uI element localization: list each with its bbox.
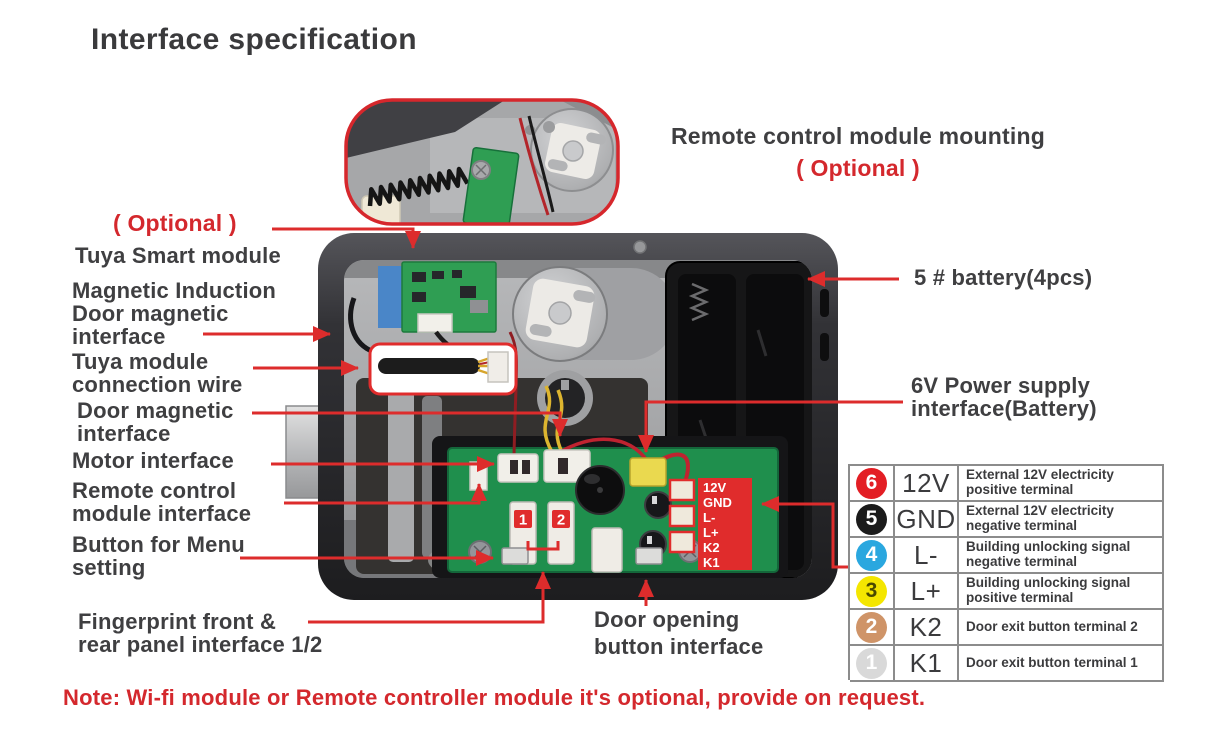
menu-setting-button [501,547,529,565]
leader-fingerprint-interface [308,571,551,624]
terminal-row-num-cell: 3 [850,574,895,610]
terminal-strip-l-plus: L+ [703,525,719,540]
bottom-note: Note: Wi-fi module or Remote controller … [63,685,926,710]
label-menu-button: Button for Menu setting [72,532,245,580]
terminal-description: Door exit button terminal 1 [959,646,1164,682]
leader-6v-power [638,400,903,453]
terminal-pin-label: L- [895,538,959,574]
terminal-num-badge: 3 [856,575,887,607]
terminal-description: External 12V electricity positive termin… [959,466,1164,502]
label-fingerprint-interface: Fingerprint front & rear panel interface… [78,609,323,657]
inset-green-pcb [462,146,520,224]
terminal-num-badge: 1 [856,647,887,679]
terminal-row-num-cell: 4 [850,538,895,574]
remote-module-inset-photo [344,98,620,226]
leader-optional-to-tuya-module [272,227,421,249]
label-remote-module-interface: Remote control module interface [72,478,252,526]
terminal-row-num-cell: 6 [850,466,895,502]
label-motor-interface: Motor interface [72,448,234,473]
connection-wire-callout [368,342,518,396]
terminal-strip-gnd: GND [703,495,732,510]
label-optional-right: ( Optional ) [796,155,920,181]
motor-assembly [512,266,770,380]
label-6v-power: 6V Power supply interface(Battery) [911,373,1097,421]
leader-door-magnetic [252,411,568,437]
terminal-description: Building unlocking signal positive termi… [959,574,1164,610]
leader-table-to-terminals [761,496,848,569]
terminal-pin-label: K1 [895,646,959,682]
terminal-description: Door exit button terminal 2 [959,610,1164,646]
label-tuya-connection-wire: Tuya module connection wire [72,349,243,397]
terminal-strip-k2: K2 [703,540,720,555]
leader-remote-module-interface [284,483,487,505]
label-tuya-smart-module: Tuya Smart module [75,243,281,268]
terminal-pin-label: K2 [895,610,959,646]
label-battery: 5 # battery(4pcs) [914,265,1093,290]
page-title: Interface specification [91,23,417,56]
terminal-description: External 12V electricity negative termin… [959,502,1164,538]
terminal-pin-label: 12V [895,466,959,502]
terminal-row-num-cell: 2 [850,610,895,646]
terminal-row-num-cell: 5 [850,502,895,538]
terminal-num-badge: 4 [856,539,887,571]
label-door-magnetic: Door magnetic interface [77,398,234,446]
terminal-strip-k1: K1 [703,555,720,570]
terminal-pin-label: L+ [895,574,959,610]
terminal-row-num-cell: 1 [850,646,895,682]
terminal-description: Building unlocking signal negative termi… [959,538,1164,574]
label-magnetic-induction: Magnetic Induction Door magnetic interfa… [72,278,277,349]
tuya-smart-module-pcb [378,261,497,333]
terminal-num-badge: 5 [856,503,887,535]
label-door-opening: Door opening button interface [594,607,764,659]
terminal-table: 6 12V External 12V electricity positive … [848,464,1164,682]
label-remote-mounting: Remote control module mounting ( Optiona… [640,120,1076,184]
connector-badge-1: 1 [519,512,527,529]
lock-internals: 1 2 12V G [344,260,812,578]
connector-badge-2: 2 [557,512,565,529]
fingerprint-bracket [526,541,560,551]
terminal-strip-12v: 12V [703,480,726,495]
terminal-strip-l-minus: L- [703,510,715,525]
door-open-button [635,547,663,565]
antenna-coil-spring [367,166,470,207]
power-6v-connector [629,457,667,487]
terminal-num-badge: 6 [856,467,887,499]
label-optional-left: ( Optional ) [113,210,237,236]
terminal-num-badge: 2 [856,611,887,643]
wiring-terminal-block: 12V GND L- L+ K2 K1 [668,478,752,570]
terminal-pin-label: GND [895,502,959,538]
main-pcb: 1 2 12V G [432,330,788,578]
annotation-lines [203,227,903,624]
